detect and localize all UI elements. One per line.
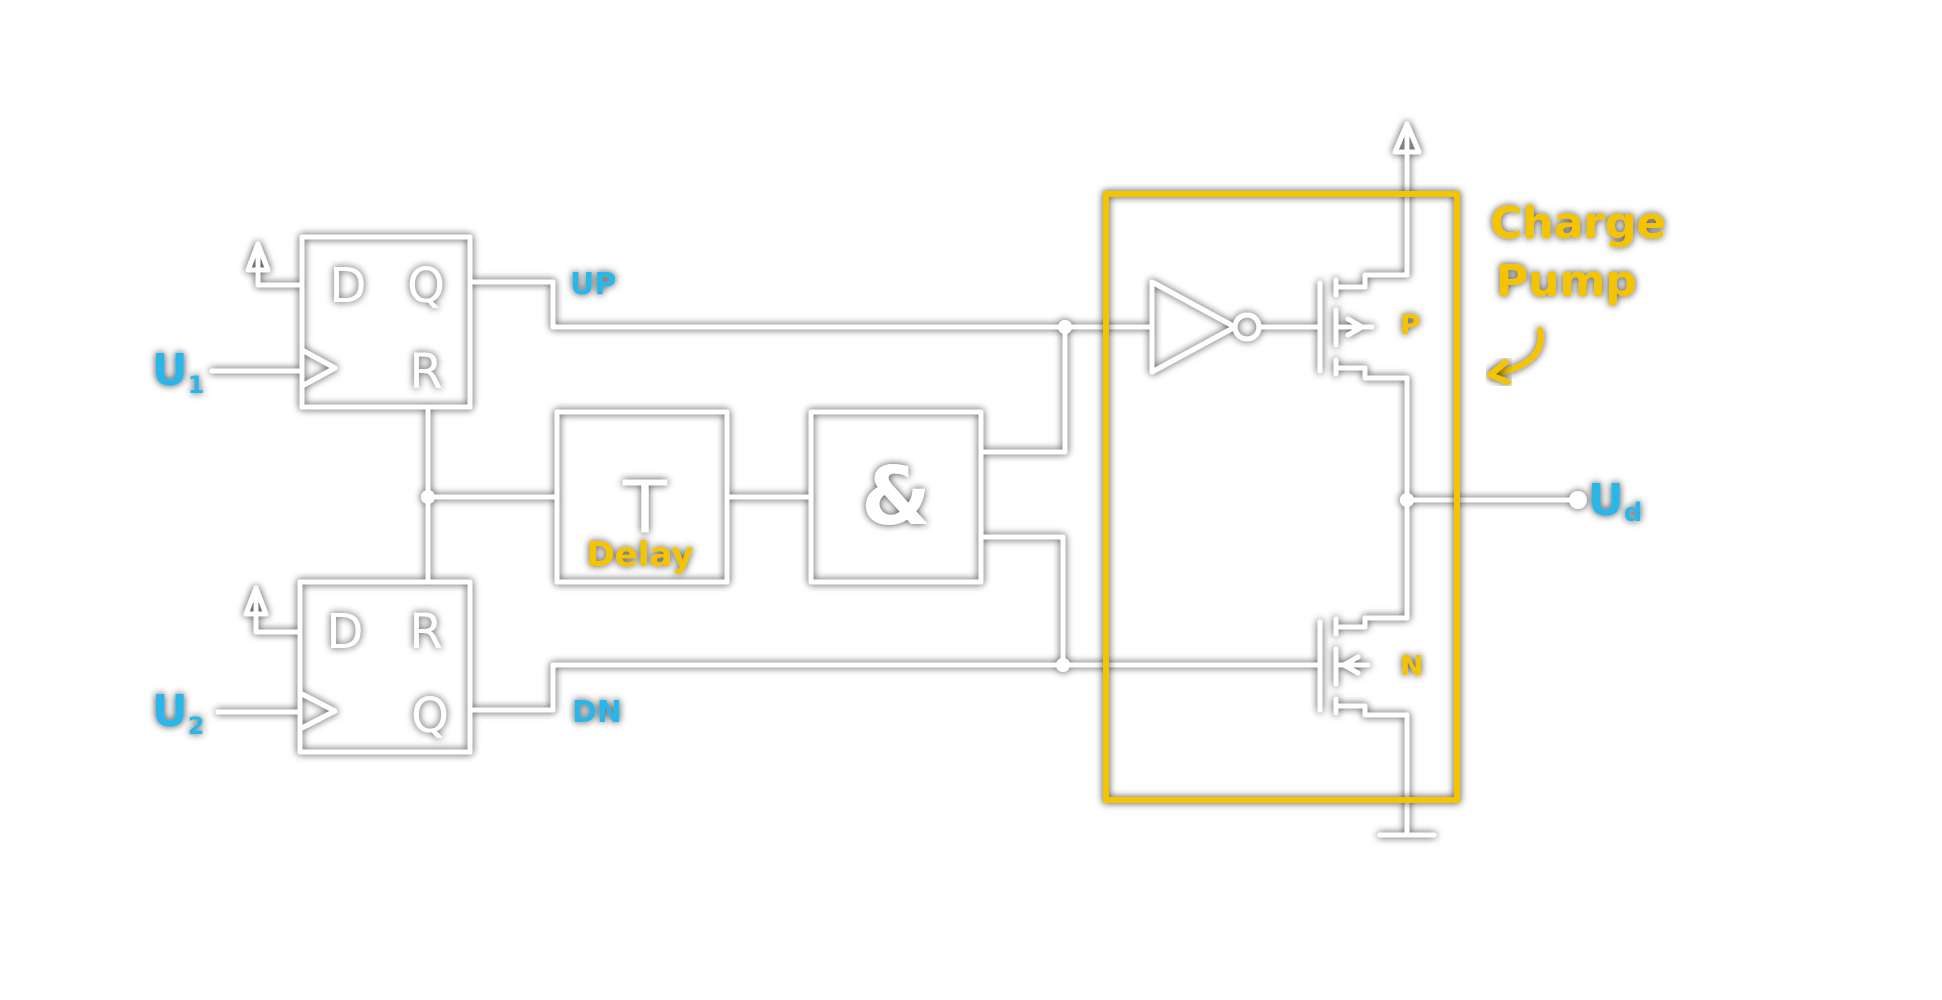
clock-triangle-icon [299, 347, 338, 389]
up-net [467, 279, 1155, 330]
dn-label: DN [572, 695, 622, 730]
flipflop-top-q: Q [407, 258, 445, 314]
and-symbol: & [861, 450, 931, 543]
and-gate: & [808, 409, 984, 585]
nmos-icon [1317, 497, 1410, 836]
charge-pump-title-line2: Pump [1496, 256, 1637, 307]
vdd-arrow-icon [243, 585, 269, 617]
u2-label: U2 [152, 686, 204, 740]
inverter-icon [1149, 279, 1262, 375]
p-label: P [1400, 308, 1421, 341]
vdd-arrow-icon [245, 241, 271, 273]
flipflop-top-r: R [409, 344, 442, 400]
charge-pump-title-line1: Charge [1490, 198, 1666, 249]
clock-triangle-icon [297, 690, 338, 732]
labels: U1 U2 Ud UP DN Delay P N Charge Pump [152, 198, 1666, 740]
u1-label: U1 [152, 345, 204, 399]
circuit-drawing: D Q R D R Q T [209, 121, 1587, 838]
up-label: UP [570, 267, 616, 302]
delay-label: Delay [587, 535, 694, 575]
flipflop-bottom: D R Q [243, 579, 473, 755]
pmos-icon [1317, 187, 1410, 503]
flipflop-bottom-q: Q [411, 688, 449, 744]
charge-pump-outline [1103, 191, 1460, 803]
dn-net [467, 662, 1323, 713]
delay-symbol: T [622, 465, 668, 549]
flipflop-top-d: D [330, 258, 367, 314]
ud-label: Ud [1588, 475, 1642, 528]
flipflop-bottom-r: R [409, 604, 442, 660]
n-label: N [1400, 649, 1423, 682]
delay-block: T [554, 409, 730, 585]
flipflop-bottom-d: D [327, 604, 364, 660]
flipflop-top: D Q R [245, 234, 473, 410]
charge-pump-annotation-arrow [1491, 327, 1544, 377]
